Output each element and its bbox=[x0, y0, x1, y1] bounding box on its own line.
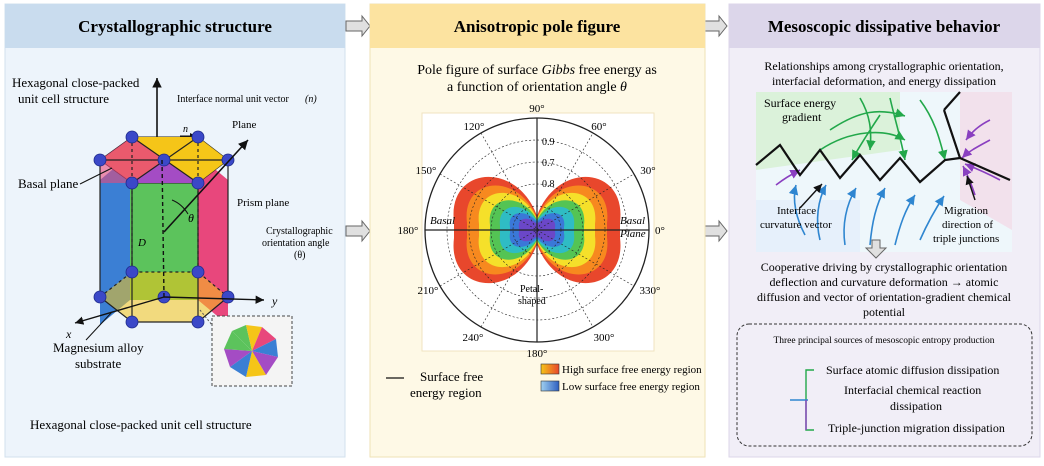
cooperative-text-4: potential bbox=[863, 305, 906, 319]
theta-label: θ bbox=[188, 211, 194, 225]
flow-arrow-4 bbox=[704, 219, 728, 243]
entropy-sources-box bbox=[736, 323, 1033, 447]
migration-label-2: direction of bbox=[942, 219, 993, 231]
entropy-box-title: Three principal sources of mesoscopic en… bbox=[773, 335, 994, 346]
legend-low-label: Low surface free energy region bbox=[562, 381, 700, 393]
source-1: Surface atomic diffusion dissipation bbox=[826, 363, 999, 377]
orientation-label-3: (θ) bbox=[294, 250, 305, 261]
legend-high-swatch bbox=[540, 363, 560, 375]
pole-subtitle-2: a function of orientation angle θ bbox=[447, 80, 627, 95]
legend-low-swatch bbox=[540, 380, 560, 392]
source-2b: dissipation bbox=[890, 399, 942, 413]
curvature-vector-arrow bbox=[799, 183, 823, 209]
x-axis-arrow bbox=[74, 296, 165, 325]
polar-grid bbox=[424, 117, 650, 343]
down-arrow bbox=[864, 239, 888, 259]
panel2-title: Anisotropic pole figure bbox=[454, 17, 621, 36]
flow-arrow-3 bbox=[704, 14, 728, 38]
angle-210: 210° bbox=[418, 285, 439, 297]
migration-arrow bbox=[965, 175, 976, 201]
atom-nodes bbox=[93, 130, 235, 329]
curvature-label-2: curvature vector bbox=[760, 219, 832, 231]
basal-plane-label: Basal plane bbox=[18, 176, 79, 191]
relationship-text-1: Relationships among crystallographic ori… bbox=[764, 59, 1003, 73]
radial-08: 0.8 bbox=[542, 179, 555, 190]
orientation-label-1: Crystallographic bbox=[266, 226, 333, 237]
sources-bracket bbox=[790, 369, 814, 431]
x-axis-label: x bbox=[65, 327, 72, 341]
panel1-caption: Hexagonal close-packed unit cell structu… bbox=[30, 417, 252, 432]
panel-mesoscopic-dissipative-behavior: Mesoscopic dissipative behavior Relation… bbox=[728, 3, 1041, 458]
interface-line bbox=[755, 143, 961, 184]
pole-subtitle-1: Pole figure of surface Gibbs free energy… bbox=[417, 63, 657, 78]
basal-right-label-1: Basal bbox=[620, 215, 645, 227]
hcp-unit-cell bbox=[93, 130, 235, 329]
source-3: Triple-junction migration dissipation bbox=[828, 421, 1005, 435]
petal-label-1: Petal- bbox=[520, 284, 543, 295]
legend-high-label: High surface free energy region bbox=[562, 364, 702, 376]
prism-plane-label: Prism plane bbox=[237, 197, 289, 209]
petal-label-2: shaped bbox=[518, 296, 546, 307]
prism-face-mid bbox=[130, 155, 198, 300]
n-short-label: n bbox=[183, 124, 188, 135]
panel1-title: Crystallographic structure bbox=[78, 17, 272, 36]
orientation-label-2: orientation angle bbox=[262, 238, 330, 249]
angle-270: 180° bbox=[527, 348, 548, 360]
flow-arrow-1 bbox=[345, 14, 371, 38]
substrate-label-1: Magnesium alloy bbox=[53, 340, 144, 355]
panel3-header bbox=[729, 4, 1040, 48]
radial-09: 0.9 bbox=[542, 137, 555, 148]
petal-inset bbox=[199, 309, 293, 387]
hcp-label-line1: Hexagonal close-packed bbox=[12, 75, 140, 90]
source-2a: Interfacial chemical reaction bbox=[844, 383, 981, 397]
y-axis-arrow bbox=[163, 295, 265, 304]
hcp-label-line2: unit cell structure bbox=[18, 91, 109, 106]
gradient-label-1: Surface energy bbox=[764, 96, 836, 110]
angle-120: 120° bbox=[464, 121, 485, 133]
substrate-label-2: substrate bbox=[75, 356, 121, 371]
plane-normal-arrow bbox=[163, 139, 249, 233]
interface-diagram bbox=[755, 91, 1012, 252]
panel1-header bbox=[5, 4, 345, 48]
angle-180: 180° bbox=[398, 225, 419, 237]
radial-07: 0.7 bbox=[542, 158, 555, 169]
basal-left-label: Basal bbox=[430, 215, 455, 227]
gradient-label-2: gradient bbox=[782, 110, 822, 124]
cooperative-text-3: diffusion and vector of orientation-grad… bbox=[757, 290, 1012, 304]
panel-crystallographic-structure: Crystallographic structure Hexagonal clo… bbox=[4, 3, 346, 458]
interface-normal-label: Interface normal unit vector bbox=[177, 94, 290, 105]
legend-line-label-1: Surface free bbox=[420, 369, 483, 384]
d-label: D bbox=[137, 237, 146, 249]
normal-vector-symbol: (n) bbox=[305, 94, 317, 105]
angle-150: 150° bbox=[416, 165, 437, 177]
angle-240: 240° bbox=[463, 332, 484, 344]
plane-label: Plane bbox=[232, 119, 257, 131]
cooperative-text-2: deflection and curvature deformation → a… bbox=[770, 275, 999, 289]
angle-90: 90° bbox=[529, 103, 544, 115]
relationship-text-2: interfacial deformation, and energy diss… bbox=[772, 74, 996, 88]
legend-line-label-2: energy region bbox=[410, 385, 482, 400]
panel3-title: Mesoscopic dissipative behavior bbox=[768, 17, 1001, 36]
y-axis-label: y bbox=[271, 294, 278, 308]
curvature-label-1: Interface bbox=[777, 205, 816, 217]
panel2-header bbox=[370, 4, 705, 48]
cooperative-text-1: Cooperative driving by crystallographic … bbox=[761, 260, 1008, 274]
angle-60: 60° bbox=[591, 121, 606, 133]
angle-30: 30° bbox=[640, 165, 655, 177]
angle-330: 330° bbox=[640, 285, 661, 297]
migration-label-1: Migration bbox=[944, 205, 988, 217]
flow-arrow-2 bbox=[345, 219, 371, 243]
panel-anisotropic-pole-figure: Anisotropic pole figure Pole figure of s… bbox=[369, 3, 706, 458]
angle-0: 0° bbox=[655, 225, 665, 237]
basal-right-label-2: Plane bbox=[619, 228, 646, 240]
migration-label-3: triple junctions bbox=[933, 233, 999, 245]
angle-300: 300° bbox=[594, 332, 615, 344]
